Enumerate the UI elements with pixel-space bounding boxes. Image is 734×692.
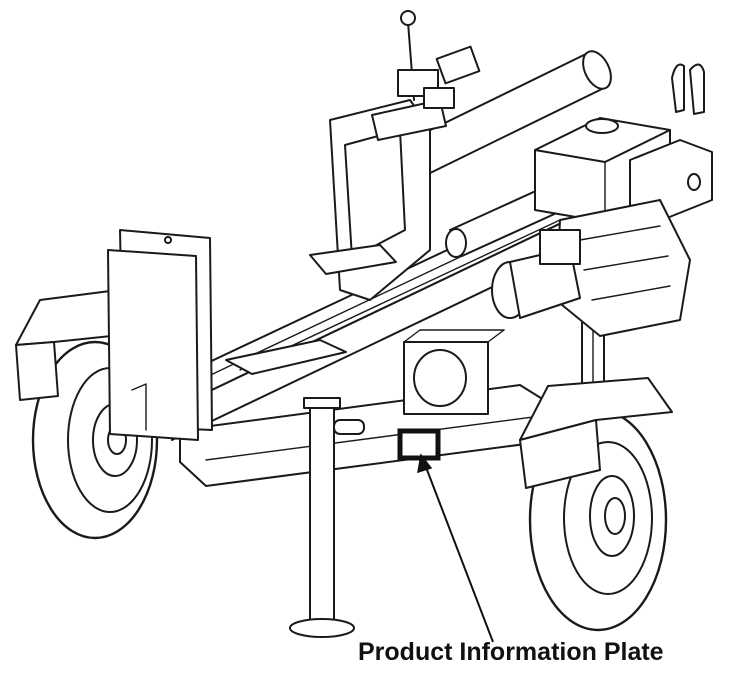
arrowhead: [417, 453, 433, 474]
base-plate: [225, 244, 397, 375]
callout-label-product-information-plate: Product Information Plate: [358, 638, 664, 666]
control-valve: [397, 10, 481, 109]
engine: [534, 63, 713, 337]
product-information-plate: [397, 428, 441, 461]
valve-guard: [403, 329, 505, 415]
log-cradle: [107, 229, 213, 441]
right-fender: [519, 377, 673, 489]
callout-leader: [417, 453, 494, 643]
hydraulic-pump: [491, 229, 581, 319]
jack-stand: [289, 397, 365, 638]
left-fender: [15, 289, 131, 401]
